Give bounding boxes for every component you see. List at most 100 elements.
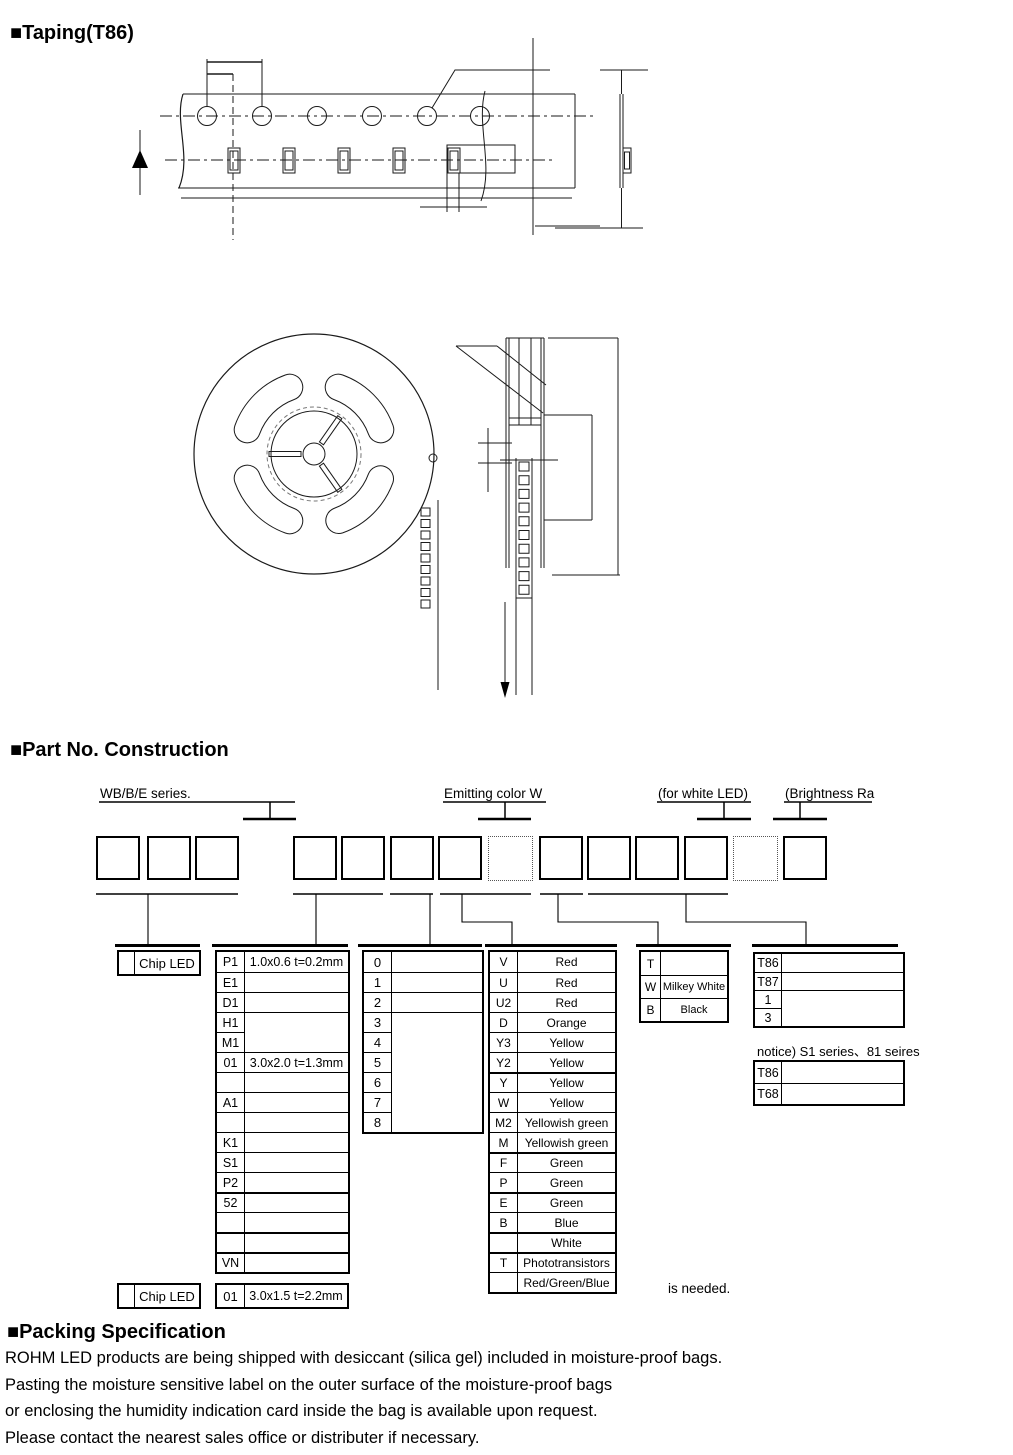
partno-section-title: ■Part No. Construction xyxy=(10,739,229,762)
table-cell-value xyxy=(392,1012,482,1132)
table-cell-code: D xyxy=(490,1012,518,1032)
table-cell-value xyxy=(245,972,348,992)
table-cell-code: T xyxy=(641,952,661,975)
table-cell-code: A1 xyxy=(217,1092,245,1112)
table-cell-code xyxy=(217,1112,245,1132)
table-cell-code: V xyxy=(490,952,518,972)
table-cell-code: 52 xyxy=(217,1192,245,1212)
table-cell-code: 1 xyxy=(364,972,392,992)
notice-label: notice) S1 series、81 seires xyxy=(757,1041,920,1060)
table-cell-code: 1 xyxy=(755,990,782,1008)
table-cell-code: M xyxy=(490,1132,518,1152)
table-cell-code: M1 xyxy=(217,1032,245,1052)
table-cell-code: P xyxy=(490,1172,518,1192)
table-cell-value xyxy=(245,1192,348,1212)
table-cell-value: Red/Green/Blue xyxy=(518,1272,615,1292)
table-cell-value xyxy=(245,992,348,1012)
table-cell-value: 3.0x2.0 t=1.3mm xyxy=(245,1052,348,1072)
table-cell-value xyxy=(661,952,727,975)
table-cell-code: S1 xyxy=(217,1152,245,1172)
table-cell-code: Y3 xyxy=(490,1032,518,1052)
table-cell-value xyxy=(245,1072,348,1092)
table-cell-value xyxy=(782,1083,903,1104)
table-cell-code: P2 xyxy=(217,1172,245,1192)
table-cell-value: 3.0x1.5 t=2.2mm xyxy=(245,1285,347,1307)
table-cell-value: 1.0x0.6 t=0.2mm xyxy=(245,952,348,972)
table-cell-value: Yellowish green xyxy=(518,1132,615,1152)
table-cell-code: 8 xyxy=(364,1112,392,1132)
table-cell-code xyxy=(490,1232,518,1252)
table-cell-code: T87 xyxy=(755,972,782,990)
table-cell-value: Yellow xyxy=(518,1052,615,1072)
table-cell-value: Black xyxy=(661,998,727,1021)
table-cell-value: Red xyxy=(518,992,615,1012)
table-cell-code: 4 xyxy=(364,1032,392,1052)
packing-section-title: ■Packing Specification xyxy=(7,1321,226,1344)
table-cell-value xyxy=(392,952,482,972)
table-cell-code: E1 xyxy=(217,972,245,992)
table-cell-value xyxy=(782,972,903,990)
table-cell-code: 01 xyxy=(217,1052,245,1072)
table-cell-value xyxy=(782,990,903,1026)
table-cell-code: T86 xyxy=(755,954,782,972)
table-cell-value xyxy=(245,1232,348,1252)
table-cell-code: VN xyxy=(217,1252,245,1272)
reel-diagram xyxy=(175,330,635,710)
table-cell-value xyxy=(245,1012,348,1052)
table-cell-value: Phototransistors xyxy=(518,1252,615,1272)
table-cell-code: 7 xyxy=(364,1092,392,1112)
table-cell-value xyxy=(245,1152,348,1172)
table-cell-code xyxy=(119,952,135,974)
table-cell-value: Chip LED xyxy=(135,1285,199,1307)
table-cell-code xyxy=(217,1232,245,1252)
table-cell-value: Red xyxy=(518,972,615,992)
partno-connector-lines xyxy=(0,780,1013,955)
table-cell-code: T68 xyxy=(755,1083,782,1104)
table-cell-code: Y xyxy=(490,1072,518,1092)
table-cell-code: U xyxy=(490,972,518,992)
table-cell-code: Y2 xyxy=(490,1052,518,1072)
table-cell-value xyxy=(782,954,903,972)
table-cell-code: B xyxy=(490,1212,518,1232)
table-cell-value xyxy=(245,1212,348,1232)
table-cell-code: D1 xyxy=(217,992,245,1012)
table-cell-value: Chip LED xyxy=(135,952,199,974)
is-needed-label: is needed. xyxy=(668,1281,730,1296)
packing-line-3: or enclosing the humidity indication car… xyxy=(5,1402,722,1429)
chip-led-table: Chip LED xyxy=(117,950,201,976)
chip-led-table-bottom: Chip LED xyxy=(117,1283,201,1309)
table-cell-value xyxy=(782,1062,903,1083)
table-cell-code: T xyxy=(490,1252,518,1272)
table-cell-code: H1 xyxy=(217,1012,245,1032)
table-cell-code: K1 xyxy=(217,1132,245,1152)
table-cell-code: 01 xyxy=(217,1285,245,1307)
table-cell-code: 3 xyxy=(364,1012,392,1032)
table-cell-value: Milkey White xyxy=(661,975,727,998)
table-cell-code: 6 xyxy=(364,1072,392,1092)
table-cell-value: Orange xyxy=(518,1012,615,1032)
table-cell-value xyxy=(245,1112,348,1132)
table-cell-value xyxy=(245,1132,348,1152)
table-cell-value: Blue xyxy=(518,1212,615,1232)
packing-line-4: Please contact the nearest sales office … xyxy=(5,1429,722,1455)
packing-paragraph: ROHM LED products are being shipped with… xyxy=(5,1349,722,1455)
table-cell-code: W xyxy=(641,975,661,998)
packing-line-1: ROHM LED products are being shipped with… xyxy=(5,1349,722,1376)
table-cell-value: Yellowish green xyxy=(518,1112,615,1132)
taping-diagram xyxy=(95,30,665,280)
table-cell-value: Yellow xyxy=(518,1072,615,1092)
table-cell-code: P1 xyxy=(217,952,245,972)
table-cell-value: Green xyxy=(518,1192,615,1212)
table-cell-code: W xyxy=(490,1092,518,1112)
table-cell-code: 2 xyxy=(364,992,392,1012)
table-cell-value xyxy=(392,992,482,1012)
table-cell-value: Yellow xyxy=(518,1032,615,1052)
table-cell-code: U2 xyxy=(490,992,518,1012)
table-cell-value xyxy=(245,1172,348,1192)
